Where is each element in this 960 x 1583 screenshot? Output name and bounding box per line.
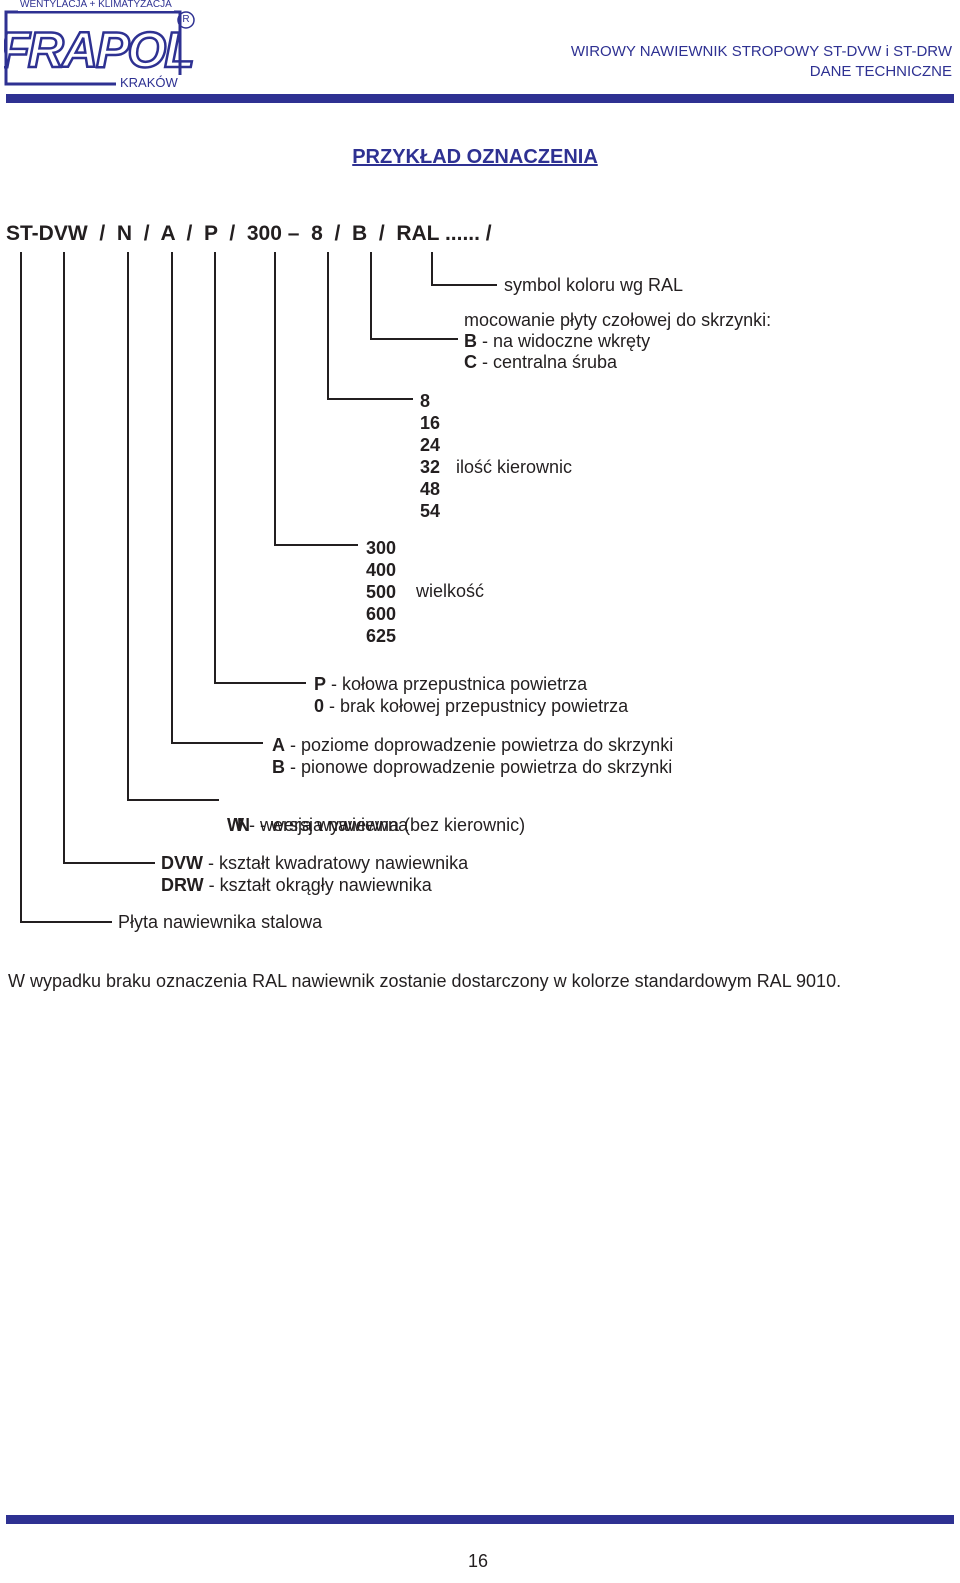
legend-mount-b: B - na widoczne wkręty — [464, 330, 650, 352]
legend-damper-p-text: - kołowa przepustnica powietrza — [326, 674, 588, 694]
logo-registered-mark: R — [182, 14, 190, 25]
connector-damper-horizontal — [214, 682, 306, 684]
legend-mount-c-text: - centralna śruba — [477, 352, 618, 372]
size-item: 400 — [366, 560, 397, 580]
code-prefix: ST-DVW — [6, 222, 88, 245]
connector-plate-horizontal — [20, 921, 112, 923]
code-vane-count: 8 — [311, 222, 323, 245]
code-separator: / — [99, 222, 106, 245]
legend-ral-symbol: symbol koloru wg RAL — [504, 275, 684, 295]
connector-mount-vertical — [370, 252, 372, 339]
connector-shape-horizontal — [63, 862, 155, 864]
legend-supply-a-text: - poziome doprowadzenie powietrza do skr… — [285, 735, 674, 755]
vane-count-item: 32 — [420, 457, 441, 477]
legend-damper-0: 0 - brak kołowej przepustnicy powietrza — [314, 695, 628, 717]
connector-vane-horizontal — [327, 398, 413, 400]
legend-damper-p-code: P — [314, 674, 327, 694]
size-item: 625 — [366, 626, 397, 646]
legend-vane-count-list: 8 16 24 32 48 54 — [420, 390, 440, 522]
connector-plate-vertical — [20, 252, 22, 922]
legend-version-n-code: N — [237, 815, 251, 835]
legend-version-n-text: - wersja nawiewna — [250, 815, 409, 835]
legend-supply-b-text: - pionowe doprowadzenie powietrza do skr… — [285, 757, 673, 777]
vane-count-item: 16 — [420, 413, 441, 433]
connector-vane-vertical — [327, 252, 329, 399]
legend-supply-b: B - pionowe doprowadzenie powietrza do s… — [272, 756, 672, 778]
size-item: 600 — [366, 604, 397, 624]
legend-shape-dvw: DVW - kształt kwadratowy nawiewnika — [161, 852, 468, 874]
legend-size-label: wielkość — [416, 581, 485, 601]
vane-count-item: 48 — [420, 479, 441, 499]
legend-version-w: W - wersja wywiewna (bez kierownic) — [227, 814, 525, 836]
legend-mount-b-code: B — [464, 331, 477, 351]
code-separator: / — [378, 222, 385, 245]
code-ral: RAL ...... — [396, 222, 480, 245]
document-title: WIROWY NAWIEWNIK STROPOWY ST-DVW i ST-DR… — [571, 42, 952, 82]
document-title-line2: DANE TECHNICZNE — [809, 63, 952, 80]
connector-size-vertical — [274, 252, 276, 545]
legend-version-n: N - wersja nawiewna — [227, 792, 408, 836]
legend-shape-dvw-text: - kształt kwadratowy nawiewnika — [203, 853, 469, 873]
frapol-logo-graphic: FRAPOL — [0, 10, 196, 86]
legend-size-list: 300 400 500 600 625 — [366, 537, 396, 647]
vane-count-item: 54 — [420, 501, 441, 521]
code-separator: / — [229, 222, 236, 245]
legend-mount-c-code: C — [464, 352, 477, 372]
vane-count-item: 8 — [420, 391, 431, 411]
connector-ral-vertical — [431, 252, 433, 285]
vane-count-item: 24 — [420, 435, 441, 455]
size-item: 500 — [366, 582, 397, 602]
code-dash: – — [287, 222, 300, 245]
logo-city: KRAKÓW — [116, 75, 182, 91]
svg-text:FRAPOL: FRAPOL — [4, 22, 193, 78]
legend-supply-b-code: B — [272, 757, 285, 777]
connector-damper-vertical — [214, 252, 216, 683]
code-damper: P — [204, 222, 218, 245]
connector-ral-horizontal — [431, 284, 497, 286]
connector-size-horizontal — [274, 544, 358, 546]
code-separator: / — [485, 222, 492, 245]
connector-shape-vertical — [63, 252, 65, 863]
legend-version-w-code: W — [227, 815, 244, 835]
legend-shape-drw: DRW - kształt okrągły nawiewnika — [161, 874, 432, 896]
frapol-logo: FRAPOL WENTYLACJA + KLIMATYZACJA R KRAKÓ… — [0, 0, 196, 92]
legend-supply-a-code: A — [272, 735, 285, 755]
header-divider — [6, 94, 954, 103]
connector-version-horizontal — [127, 799, 219, 801]
connector-supply-vertical — [171, 252, 173, 743]
legend-mount-title: mocowanie płyty czołowej do skrzynki: — [464, 310, 772, 330]
legend-supply-a: A - poziome doprowadzenie powietrza do s… — [272, 734, 673, 756]
legend-mount-c: C - centralna śruba — [464, 351, 617, 373]
document-title-line1: WIROWY NAWIEWNIK STROPOWY ST-DVW i ST-DR… — [570, 43, 952, 60]
legend-vane-label: ilość kierownic — [456, 457, 573, 477]
legend-damper-0-text: - brak kołowej przepustnicy powietrza — [324, 696, 629, 716]
designation-code: ST-DVW / N / A / P / 300 – 8 / B / RAL .… — [6, 221, 492, 247]
page-number: 16 — [467, 1551, 489, 1571]
size-item: 300 — [366, 538, 397, 558]
footer-divider — [6, 1515, 954, 1524]
legend-mount-b-text: - na widoczne wkręty — [477, 331, 651, 351]
legend-damper-p: P - kołowa przepustnica powietrza — [314, 673, 587, 695]
connector-mount-horizontal — [370, 338, 458, 340]
connector-version-vertical — [127, 252, 129, 800]
legend-plate: Płyta nawiewnika stalowa — [118, 912, 323, 932]
legend-shape-dvw-code: DVW — [161, 853, 203, 873]
code-separator: / — [143, 222, 150, 245]
legend-shape-drw-code: DRW — [161, 875, 204, 895]
section-title: PRZYKŁAD OZNACZENIA — [352, 146, 598, 168]
code-separator: / — [334, 222, 341, 245]
code-supply: A — [160, 222, 175, 245]
code-separator: / — [186, 222, 193, 245]
legend-damper-0-code: 0 — [314, 696, 325, 716]
logo-tagline: WENTYLACJA + KLIMATYZACJA — [18, 0, 174, 11]
code-version: N — [116, 222, 133, 245]
code-size: 300 — [246, 222, 282, 245]
legend-shape-drw-text: - kształt okrągły nawiewnika — [203, 875, 432, 895]
legend-version-w-text: - wersja wywiewna (bez kierownic) — [244, 815, 526, 835]
ral-default-note: W wypadku braku oznaczenia RAL nawiewnik… — [8, 971, 842, 991]
code-mounting: B — [351, 222, 368, 245]
connector-supply-horizontal — [171, 742, 263, 744]
